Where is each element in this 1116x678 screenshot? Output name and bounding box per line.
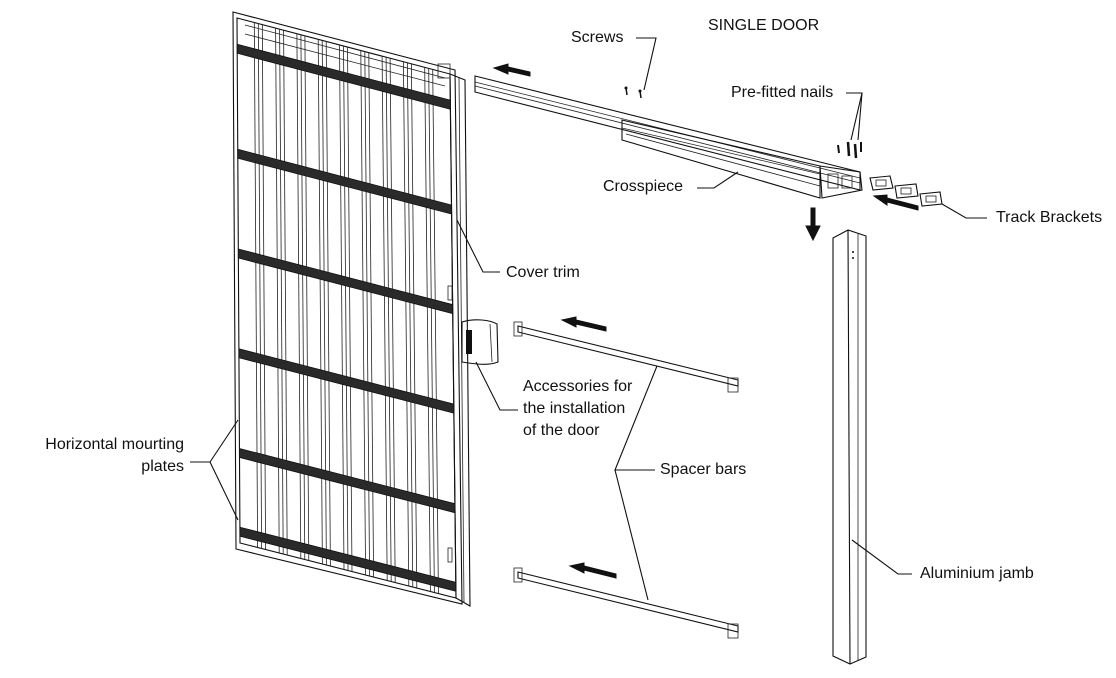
label-cover-trim: Cover trim <box>506 264 580 281</box>
crosspiece-track <box>474 75 863 199</box>
stud-line <box>275 28 280 553</box>
stud-line <box>257 23 262 549</box>
stud-line <box>317 39 323 564</box>
vertical-studs <box>253 22 439 594</box>
stud-line <box>261 24 266 550</box>
stud-line <box>368 52 374 578</box>
stud-line <box>279 29 284 555</box>
assembly-arrows <box>492 63 919 579</box>
label-accessories-line-3: of the door <box>523 422 600 439</box>
track-brackets <box>869 175 943 207</box>
aluminium-jamb <box>832 229 867 665</box>
leader-lines <box>190 37 987 601</box>
label-horizontal-plates: Horizontal mourting plates <box>20 434 184 478</box>
label-horizontal-plates-line-1: Horizontal mourting <box>45 436 184 453</box>
stud-line <box>364 51 370 577</box>
label-track-brackets: Track Brackets <box>996 209 1103 226</box>
label-crosspiece: Crosspiece <box>603 178 684 195</box>
diagram-title: SINGLE DOOR <box>708 17 820 34</box>
mounting-plate <box>236 43 451 110</box>
pre-fitted-nails <box>837 141 862 159</box>
spacer-bar-upper <box>513 321 739 393</box>
spacer-bar-lower <box>513 567 739 639</box>
label-pre-fitted-nails: Pre-fitted nails <box>731 84 834 101</box>
mounting-plate <box>239 447 456 514</box>
mounting-plate <box>239 526 457 592</box>
stud-line <box>283 30 288 556</box>
stud-line <box>321 40 327 566</box>
mounting-plate <box>238 348 455 414</box>
label-accessories-line-2: the installation <box>523 400 626 417</box>
label-horizontal-plates-line-2: plates <box>141 458 184 475</box>
label-aluminium-jamb: Aluminium jamb <box>920 565 1034 582</box>
stud-line <box>304 35 310 561</box>
stud-line <box>381 56 388 581</box>
stud-line <box>389 58 396 583</box>
stud-line <box>343 45 349 571</box>
label-spacer-bars: Spacer bars <box>660 461 747 478</box>
stud-line <box>347 47 353 572</box>
stud-line <box>339 44 345 570</box>
pocket-door-frame <box>232 11 471 607</box>
label-screws: Screws <box>571 29 624 46</box>
accessories-package <box>461 319 499 365</box>
stud-line <box>300 34 306 560</box>
stud-line <box>253 22 258 548</box>
mounting-plate <box>237 148 452 215</box>
stud-line <box>296 33 302 559</box>
horizontal-mounting-plates <box>236 43 457 592</box>
label-accessories: Accessories for the installation of the … <box>523 376 632 442</box>
stud-line <box>385 57 392 582</box>
stud-line <box>325 41 331 567</box>
mounting-plate <box>237 248 454 315</box>
label-accessories-line-1: Accessories for <box>523 378 633 395</box>
screws <box>624 86 642 99</box>
stud-line <box>360 50 366 575</box>
